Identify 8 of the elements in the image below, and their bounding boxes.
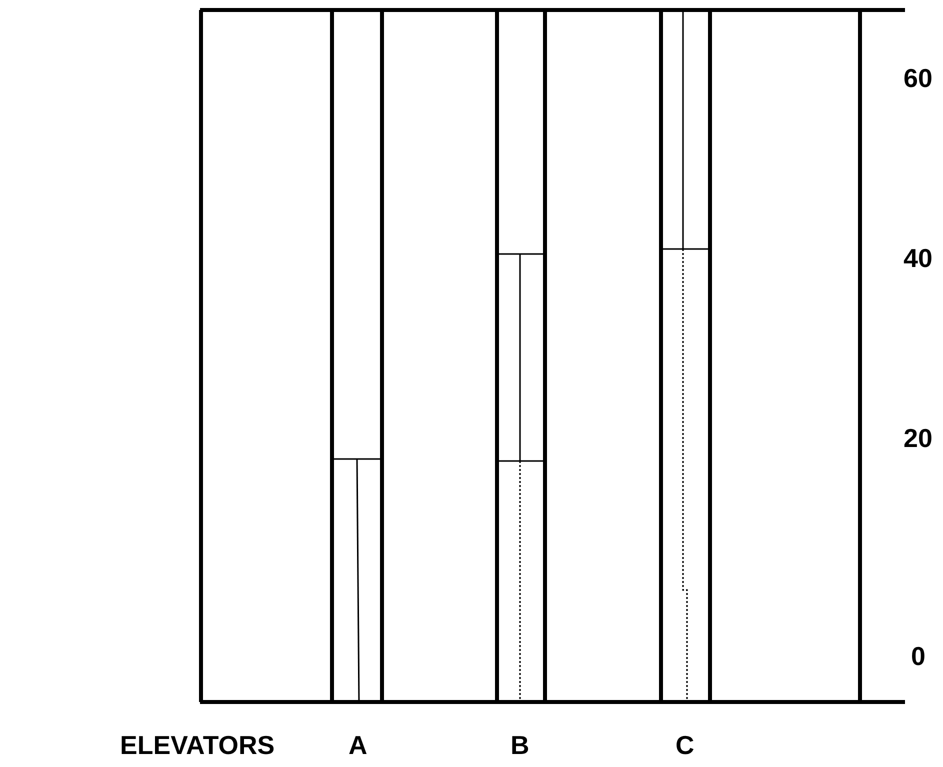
- floor-number: 40: [904, 243, 932, 273]
- elevator-label: A: [348, 730, 368, 760]
- floor-number: 20: [904, 423, 932, 453]
- elevator-label: B: [510, 730, 530, 760]
- floor-number: 0: [911, 641, 926, 671]
- floor-number: 60: [904, 63, 932, 93]
- axis-title: ELEVATORS: [120, 730, 275, 760]
- elevator-label: C: [676, 730, 694, 760]
